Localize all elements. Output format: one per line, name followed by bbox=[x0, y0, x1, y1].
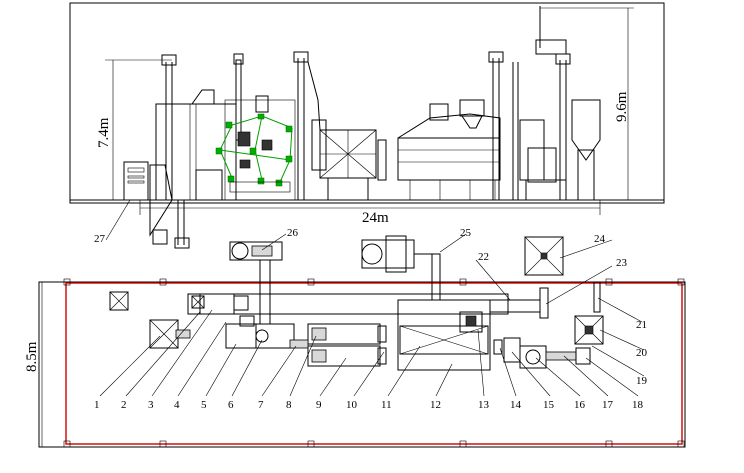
callout-13: 13 bbox=[478, 399, 490, 411]
callout-24: 24 bbox=[594, 233, 606, 245]
callout-14: 14 bbox=[510, 399, 522, 411]
plan-equipment bbox=[109, 260, 604, 371]
storage-bin bbox=[319, 129, 387, 200]
bucket-elevator-3 bbox=[488, 51, 519, 200]
callout-9: 9 bbox=[316, 399, 322, 411]
right-height-dimension: 9.6m bbox=[540, 7, 634, 200]
callout-20: 20 bbox=[636, 347, 648, 359]
callout-26: 26 bbox=[287, 227, 299, 239]
callout-12: 12 bbox=[430, 399, 441, 411]
height-left-label: 7.4m bbox=[96, 117, 112, 148]
callout-17: 17 bbox=[602, 399, 614, 411]
leader-lines bbox=[99, 199, 645, 397]
height-right-label: 9.6m bbox=[614, 91, 630, 122]
callout-19: 19 bbox=[636, 375, 648, 387]
left-height-dimension: 7.4m bbox=[96, 59, 172, 200]
plan-view: 8.5m bbox=[24, 199, 686, 448]
building-outline bbox=[38, 281, 686, 448]
wall-outline bbox=[65, 282, 683, 445]
width-dimension: 8.5m bbox=[24, 282, 43, 447]
external-items bbox=[229, 235, 564, 300]
callout-25: 25 bbox=[460, 227, 472, 239]
callout-8: 8 bbox=[286, 399, 292, 411]
callout-1: 1 bbox=[94, 399, 100, 411]
callouts: 1 2 3 4 5 6 7 8 9 10 11 12 13 14 15 16 1… bbox=[94, 227, 648, 411]
callout-23: 23 bbox=[616, 257, 628, 269]
callout-4: 4 bbox=[174, 399, 180, 411]
callout-11: 11 bbox=[381, 399, 392, 411]
length-label: 24m bbox=[362, 210, 389, 226]
callout-21: 21 bbox=[636, 319, 647, 331]
dryer-unit bbox=[397, 99, 501, 200]
callout-3: 3 bbox=[148, 399, 154, 411]
callout-7: 7 bbox=[258, 399, 264, 411]
control-cabinet bbox=[123, 161, 149, 201]
callout-22: 22 bbox=[478, 251, 489, 263]
callout-2: 2 bbox=[121, 399, 127, 411]
bucket-elevator-1 bbox=[149, 54, 190, 249]
bucket-elevator-2 bbox=[293, 51, 327, 200]
callout-27: 27 bbox=[94, 233, 106, 245]
callout-18: 18 bbox=[632, 399, 644, 411]
elevation-frame bbox=[69, 2, 665, 204]
callout-6: 6 bbox=[228, 399, 234, 411]
callout-10: 10 bbox=[346, 399, 358, 411]
wall-columns bbox=[63, 278, 685, 448]
callout-15: 15 bbox=[543, 399, 555, 411]
callout-5: 5 bbox=[201, 399, 207, 411]
right-machine-group bbox=[519, 6, 601, 201]
width-label: 8.5m bbox=[24, 341, 40, 372]
callout-16: 16 bbox=[574, 399, 586, 411]
elevation-view: 7.4m 9.6m 24m bbox=[69, 2, 665, 249]
gravity-separator-highlight bbox=[215, 95, 296, 201]
length-dimension: 24m bbox=[139, 200, 601, 226]
